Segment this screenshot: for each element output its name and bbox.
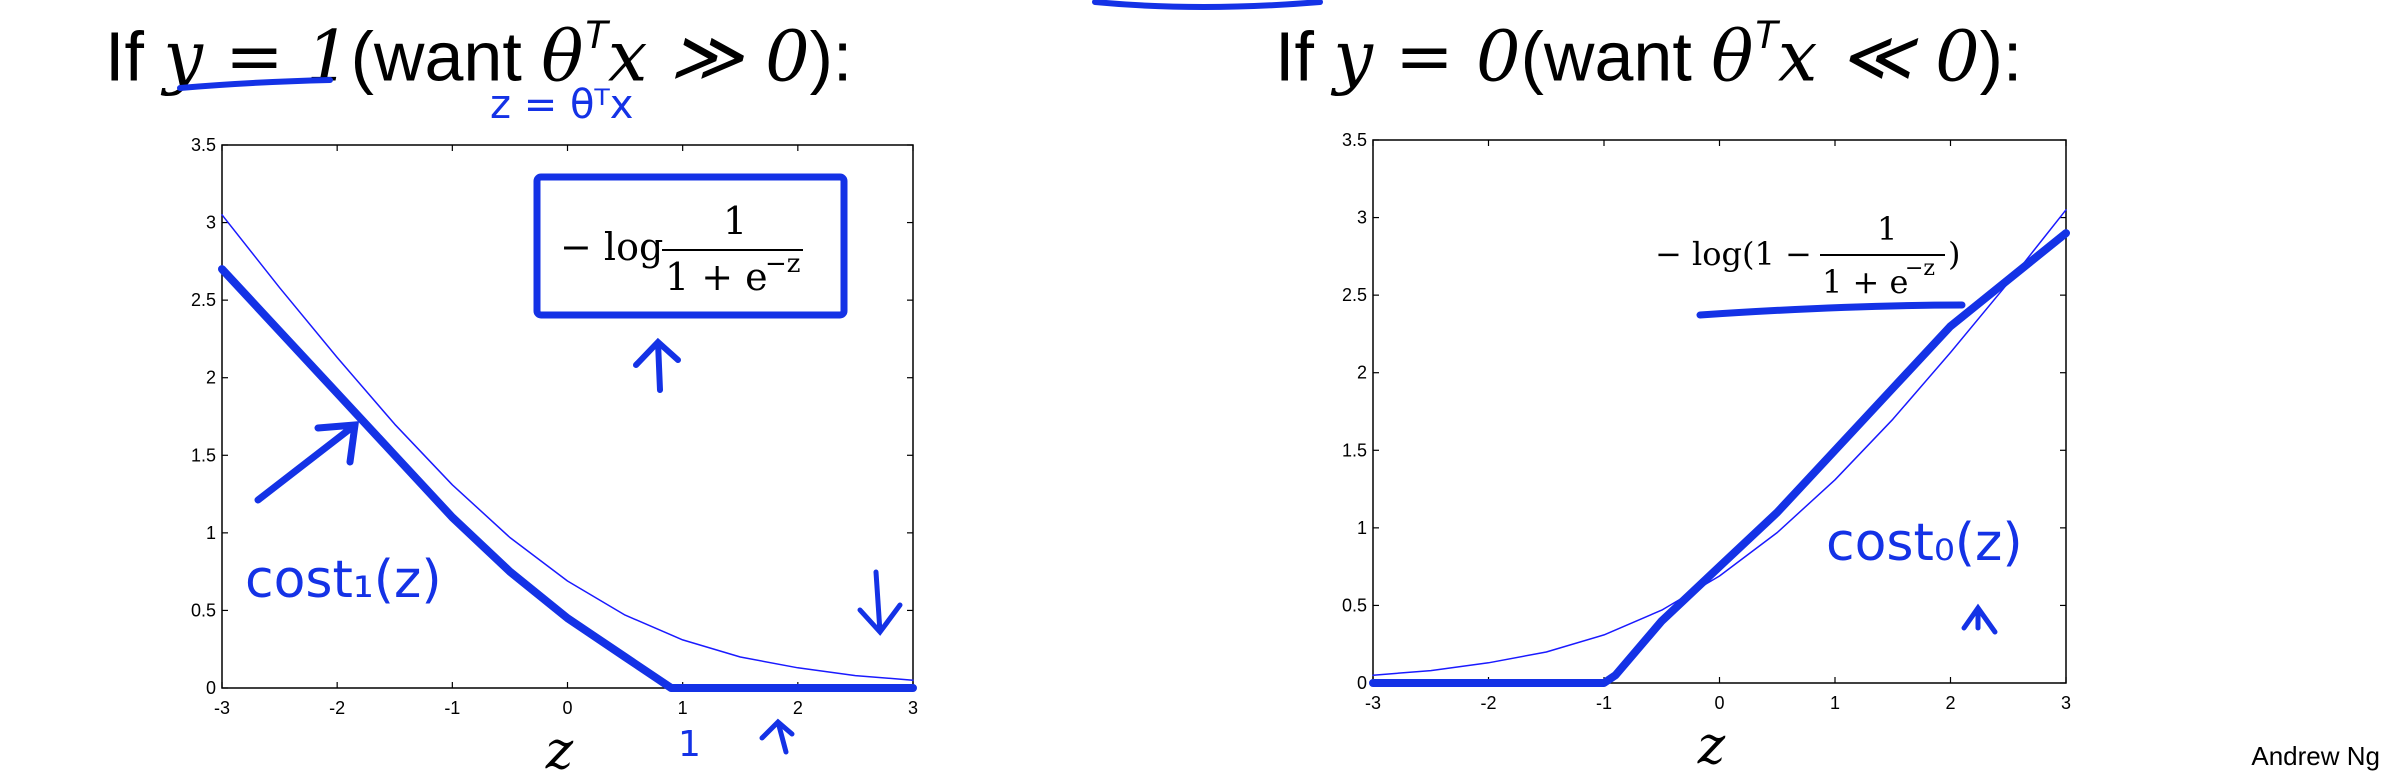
right-logistic-cost-line <box>1372 209 2067 676</box>
right-x-tick-label: 1 <box>1830 693 1840 713</box>
left-heading-T: T <box>583 13 608 57</box>
right-cost-hand-line <box>1369 229 2070 687</box>
left-heading-if: If <box>105 17 144 96</box>
left-logistic-cost-line <box>221 214 914 681</box>
right-x-tick-label: 0 <box>1714 693 1724 713</box>
right-formula-underline <box>1696 301 1966 319</box>
right-formula-suffix: ) <box>1948 235 1960 273</box>
formula-arrow <box>633 337 681 393</box>
left-formula: − log 1 1 + e −z <box>560 199 803 299</box>
top-ink-mark <box>1092 0 1323 10</box>
cost1-arrow <box>254 421 360 504</box>
cost0-label: cost₀(z) <box>1826 513 2023 573</box>
left-heading-want: (want <box>350 17 542 96</box>
left-cost-hand-line <box>218 265 917 692</box>
left-x-tick-label: -3 <box>214 698 230 718</box>
left-heading-theta: θ <box>541 15 584 98</box>
left-x-tick-label: 0 <box>562 698 572 718</box>
left-y-tick-label: 2 <box>206 368 216 388</box>
left-y-tick-label: 1 <box>206 523 216 543</box>
right-x-tick-label: -2 <box>1480 693 1496 713</box>
left-formula-denominator: 1 + e <box>665 255 768 299</box>
credit: Andrew Ng <box>2251 741 2380 771</box>
left-y-tick-label: 3 <box>206 213 216 233</box>
right-heading-rest: x ≪ 0 <box>1777 15 1980 98</box>
right-formula-exponent: −z <box>1905 256 1935 281</box>
left-formula-exponent: −z <box>765 249 800 279</box>
right-formula: − log(1 − 1 1 + e −z ) <box>1655 210 1960 301</box>
right-y-tick-label: 3 <box>1357 208 1367 228</box>
right-heading-theta: θ <box>1711 15 1754 98</box>
left-x-tick-label: -2 <box>329 698 345 718</box>
z-definition-note: z = θᵀx <box>490 82 633 128</box>
right-x-axis-label: z <box>1697 716 1726 776</box>
right-y-tick-label: 1 <box>1357 518 1367 538</box>
left-chart: -3 -2 -1 0 1 2 3 0 0.5 1 1.5 2 2.5 3 3.5 z <box>191 135 918 778</box>
left-heading-end: ): <box>809 17 853 96</box>
right-y-tick-label: 2 <box>1357 363 1367 383</box>
cost0-arrow <box>1961 603 1998 635</box>
left-x-tick-label: 1 <box>678 698 688 718</box>
right-heading-end: ): <box>1979 17 2023 96</box>
cost1-label: cost₁(z) <box>245 550 442 610</box>
left-y-tick-label: 3.5 <box>191 135 216 155</box>
right-formula-numerator: 1 <box>1877 210 1897 248</box>
left-formula-prefix: − log <box>560 225 663 269</box>
underline-y1-mark <box>177 77 333 91</box>
left-x-axis-label: z <box>545 721 574 778</box>
right-x-tick-label: 3 <box>2061 693 2071 713</box>
left-x-tick-label: 2 <box>793 698 803 718</box>
right-heading-want: (want <box>1520 17 1712 96</box>
right-y-tick-label: 3.5 <box>1342 130 1367 150</box>
right-plot-frame <box>1372 139 2067 684</box>
right-y-tick-label: 0 <box>1357 673 1367 693</box>
right-y-tick-label: 0.5 <box>1342 595 1367 615</box>
left-y-tick-label: 0.5 <box>191 600 216 620</box>
right-heading-T: T <box>1753 13 1778 57</box>
right-x-tick-label: 2 <box>1945 693 1955 713</box>
right-x-tick-label: -3 <box>1365 693 1381 713</box>
left-y-tick-label: 0 <box>206 678 216 698</box>
right-heading-y-eq: y = 0 <box>1333 15 1521 98</box>
left-heading-rest: x ≫ 0 <box>607 15 810 98</box>
kink-arrow <box>759 718 795 755</box>
formula-highlight-box <box>533 173 848 319</box>
left-heading: If y = 1(want θTx ≫ 0): <box>105 0 852 99</box>
right-formula-prefix: − log(1 − <box>1655 235 1812 273</box>
right-y-tick-label: 1.5 <box>1342 440 1367 460</box>
right-chart: -3 -2 -1 0 1 2 3 0 0.5 1 1.5 2 2.5 3 3.5 z <box>1342 130 2071 776</box>
right-formula-denominator: 1 + e <box>1822 263 1908 301</box>
left-x-tick-label: 3 <box>908 698 918 718</box>
right-end-arrow <box>857 569 903 636</box>
left-x-tick-label: -1 <box>444 698 460 718</box>
left-y-tick-label: 2.5 <box>191 290 216 310</box>
left-formula-numerator: 1 <box>723 199 747 243</box>
right-heading-if: If <box>1275 17 1314 96</box>
kink-tick-mark: 1 <box>678 724 701 765</box>
left-y-tick-label: 1.5 <box>191 445 216 465</box>
right-y-tick-label: 2.5 <box>1342 285 1367 305</box>
right-x-tick-label: -1 <box>1596 693 1612 713</box>
right-heading: If y = 0(want θTx ≪ 0): <box>1275 0 2022 99</box>
